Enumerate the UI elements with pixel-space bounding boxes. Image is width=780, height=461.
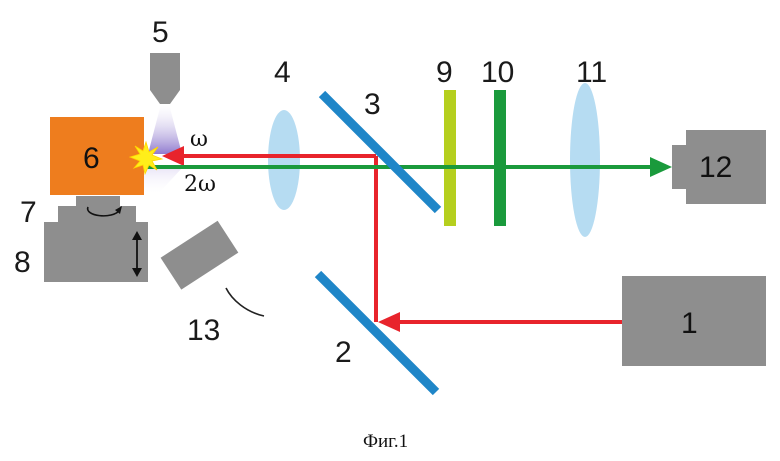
label-6: 6 <box>83 142 100 175</box>
emission-cone <box>148 104 182 154</box>
label-13: 13 <box>187 314 220 347</box>
label-12: 12 <box>699 151 732 184</box>
red-beam <box>162 146 622 332</box>
translation-stage-8: 8 <box>14 222 148 282</box>
label-8: 8 <box>14 246 31 279</box>
lens-11: 11 <box>570 56 607 237</box>
label-4: 4 <box>274 56 291 89</box>
filter-9: 9 <box>436 56 456 226</box>
label-7: 7 <box>20 196 37 229</box>
two-omega-label: 2ω <box>184 172 216 197</box>
lens-4: 4 <box>268 56 300 210</box>
label-1: 1 <box>681 307 698 340</box>
objective-5: 5 <box>150 16 180 104</box>
camera-cable <box>226 288 264 316</box>
label-9: 9 <box>436 56 453 89</box>
sample-6: 6 <box>50 117 144 195</box>
green-arrow-icon <box>650 157 672 177</box>
label-10: 10 <box>481 56 514 89</box>
laser-source-1: 1 <box>622 276 766 366</box>
camera-13: 13 <box>161 221 264 347</box>
label-11: 11 <box>576 56 607 89</box>
detector-12: 12 <box>672 130 766 204</box>
label-2: 2 <box>335 336 352 369</box>
mirror-3: 3 <box>322 88 438 210</box>
omega-label: ω <box>190 127 208 152</box>
red-arrow-icon <box>378 312 400 332</box>
label-5: 5 <box>152 16 169 49</box>
label-3: 3 <box>364 88 381 121</box>
filter-10: 10 <box>481 56 514 226</box>
figure-caption: Фиг.1 <box>363 431 408 452</box>
